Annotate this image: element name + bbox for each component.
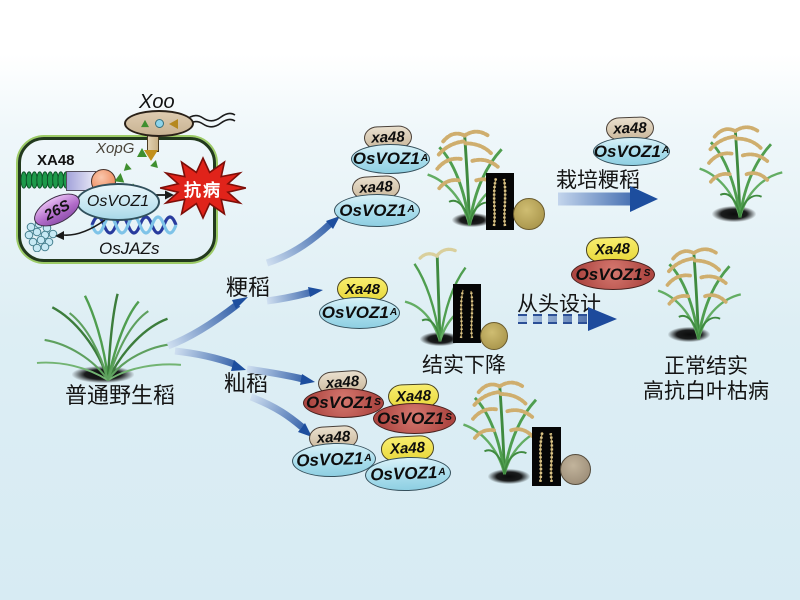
wild-rice-label: 普通野生稻 [64,383,175,408]
panicle-photo [453,284,481,343]
transmembrane-coil-icon [20,171,68,189]
xoo-bacterium-icon [124,110,194,137]
japonica-label: 粳稻 [226,275,271,300]
seed-sample-photo [560,454,591,485]
resistance-starburst-icon [159,156,247,220]
allele-label: Xa48 [344,280,381,298]
xopg-effector-label: XopG [96,140,135,157]
osvoz1-ellipse: OsVOZ1 [76,183,160,221]
normal-seed-setting-label: 正常结实 [664,354,748,378]
xoo-pathogen-label: Xoo [139,91,175,113]
secretion-needle-tip-icon [144,150,158,161]
panicle-photo [532,427,561,486]
voz-superscript: A [438,466,446,478]
degraded-protein-cluster-icon [24,220,58,252]
voz-label: OsVOZ1 [377,408,445,428]
voz-superscript: A [661,145,670,156]
voz-label: OsVOZ1 [306,393,374,412]
voz-label: OsVOZ1 [369,462,438,485]
de-novo-design-label: 从头设计 [517,292,601,316]
designed-rice-plant [646,238,751,346]
cultivated-japonica-plant [686,116,794,224]
plant-shadow [712,206,756,222]
voz-label: OsVOZ1 [339,200,407,220]
panicle-photo [486,173,514,230]
seed-sample-photo [480,322,508,350]
flagella-icon [184,112,236,128]
voz-label: OsVOZ1 [575,264,643,284]
seed-setting-decline-label: 结实下降 [422,353,506,377]
voz-label: OsVOZ1 [295,448,364,471]
voz-superscript: S [374,396,381,408]
osvoz1-label: OsVOZ1 [86,193,150,210]
effector-triangle-icon [141,119,149,128]
allele-label: xa48 [613,119,647,138]
voz-label: OsVOZ1 [352,149,420,168]
voz-superscript: A [407,204,415,215]
allele-label: Xa48 [594,240,631,259]
voz-label: OsVOZ1 [593,141,661,161]
voz-superscript: A [364,452,372,464]
resistance-outcome-label: 抗病 [184,180,222,200]
wild-rice-plant [30,290,186,386]
cultivated-japonica-label: 栽培粳稻 [556,168,640,192]
effector-gold-triangle-icon [169,118,178,129]
seed-sample-photo [513,198,545,230]
high-resistance-label: 高抗白叶枯病 [643,379,769,403]
voz-superscript: S [643,268,651,279]
plant-shadow [488,469,530,484]
osjazs-label: OsJAZs [99,239,160,258]
effector-triangle-icon [114,172,126,183]
allele-label: Xa48 [389,439,426,458]
effector-triangle-icon [137,148,147,157]
voz-superscript: A [389,306,398,318]
indica-label: 籼稻 [224,371,269,396]
voz-superscript: S [445,412,452,423]
xa48-receptor-label: XA48 [37,152,75,169]
voz-label: OsVOZ1 [321,303,389,322]
effector-dot-icon [155,119,164,128]
voz-superscript: A [420,152,429,164]
